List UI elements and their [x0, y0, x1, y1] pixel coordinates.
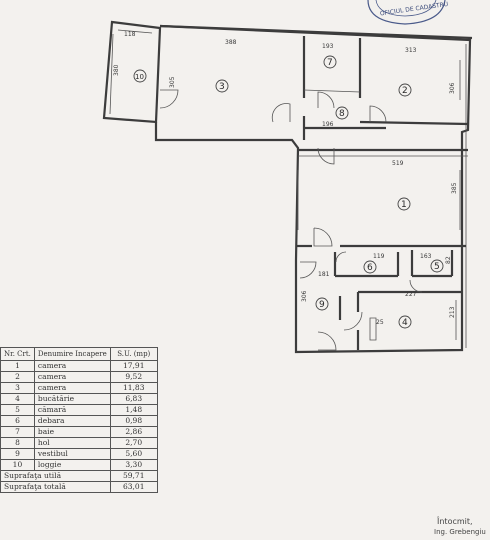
dim-306: 306: [449, 82, 456, 94]
room-number-9: 9: [319, 300, 325, 310]
legend-nr: 6: [0, 415, 35, 427]
legend-nr: 2: [0, 371, 35, 383]
useful-area-value: 59,71: [109, 470, 158, 482]
room-number-3: 3: [219, 82, 225, 92]
dim-380: 380: [113, 64, 120, 76]
legend-nr: 8: [0, 437, 35, 449]
room-number-6: 6: [367, 263, 373, 273]
legend-nr: 5: [0, 404, 35, 416]
legend-header-row: Nr. Crt. Denumire Incapere S.U. (mp): [0, 347, 158, 361]
dim-213: 213: [449, 306, 456, 318]
legend-room-name: camera: [33, 360, 111, 372]
legend-room-name: baie: [33, 426, 111, 438]
legend-room-area: 3,30: [109, 459, 158, 471]
room-number-8: 8: [339, 109, 345, 119]
dim-388: 388: [225, 39, 237, 46]
cadastre-stamp: OFICIUL DE CADASTRU: [367, 0, 449, 25]
dim-385: 385: [451, 182, 458, 194]
dim-181: 181: [318, 271, 330, 278]
total-area-label: Suprafaţa totală: [0, 481, 111, 493]
useful-area-label: Suprafaţa utilă: [0, 470, 111, 482]
dim-196: 196: [322, 121, 334, 128]
room-number-10: 10: [135, 73, 144, 81]
dim-519: 519: [392, 160, 404, 167]
legend-room-area: 2,70: [109, 437, 158, 449]
legend-room-area: 2,86: [109, 426, 158, 438]
legend-header-nr: Nr. Crt.: [0, 347, 35, 361]
dim-193: 193: [322, 43, 334, 50]
room-number-4: 4: [402, 318, 408, 328]
dim-118: 118: [124, 31, 136, 38]
legend-room-name: bucătărie: [33, 393, 111, 405]
legend-room-area: 0,98: [109, 415, 158, 427]
legend-room-area: 9,52: [109, 371, 158, 383]
useful-area-row: Suprafaţa utilă 59,71: [0, 470, 158, 482]
dim-82: 82: [445, 256, 452, 264]
room-number-1: 1: [401, 200, 407, 210]
room-number-2: 2: [402, 86, 408, 96]
legend-room-name: cămară: [33, 404, 111, 416]
legend-room-area: 17,91: [109, 360, 158, 372]
room-numbers: 10 3 7 2 8 1 6 5 9 4: [133, 55, 444, 329]
legend-header-name: Denumire Incapere: [33, 347, 111, 361]
total-area-row: Suprafaţa totală 63,01: [0, 481, 158, 493]
room-number-7: 7: [327, 58, 333, 68]
dim-306b: 306: [301, 290, 308, 302]
legend-room-area: 11,83: [109, 382, 158, 394]
legend-room-name: hol: [33, 437, 111, 449]
dim-163: 163: [420, 253, 432, 260]
room-number-5: 5: [434, 262, 440, 272]
total-area-value: 63,01: [109, 481, 158, 493]
dimension-labels: 118 388 193 313 380 305 306 196 519 385 …: [113, 31, 458, 326]
dim-305: 305: [169, 76, 176, 88]
legend-room-area: 1,48: [109, 404, 158, 416]
legend-room-name: camera: [33, 371, 111, 383]
signature-line-2: Ing. Grebengiu: [434, 528, 486, 536]
dim-25: 25: [376, 319, 384, 326]
dim-313: 313: [405, 47, 417, 54]
legend-nr: 9: [0, 448, 35, 460]
legend-nr: 4: [0, 393, 35, 405]
legend-nr: 10: [0, 459, 35, 471]
windows: [297, 60, 461, 340]
dim-227: 227: [405, 291, 417, 298]
legend-room-name: loggie: [33, 459, 111, 471]
legend-nr: 3: [0, 382, 35, 394]
legend-nr: 1: [0, 360, 35, 372]
legend-room-name: vestibul: [33, 448, 111, 460]
legend-header-area: S.U. (mp): [109, 347, 158, 361]
legend-nr: 7: [0, 426, 35, 438]
legend-room-name: camera: [33, 382, 111, 394]
door-swings: [159, 89, 423, 351]
outer-walls: [102, 20, 473, 354]
dim-119: 119: [373, 253, 385, 260]
legend-room-area: 6,83: [109, 393, 158, 405]
legend-room-name: debara: [33, 415, 111, 427]
legend-room-area: 5,60: [109, 448, 158, 460]
signature-line-1: Întocmit,: [437, 517, 473, 526]
